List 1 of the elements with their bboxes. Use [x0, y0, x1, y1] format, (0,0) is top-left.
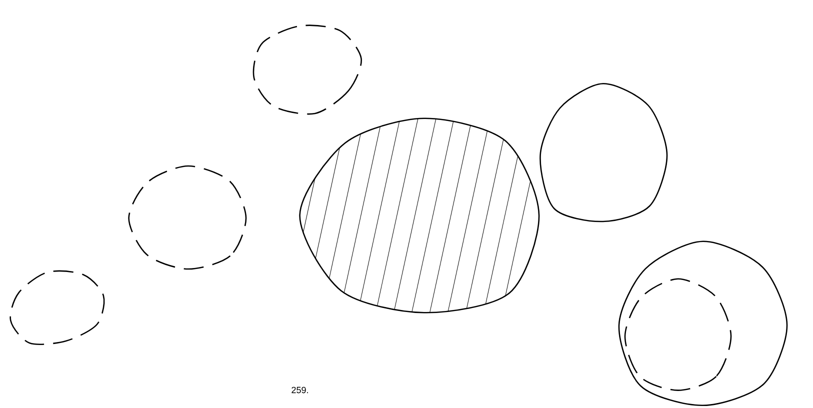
- figure-number: 259.: [292, 386, 308, 394]
